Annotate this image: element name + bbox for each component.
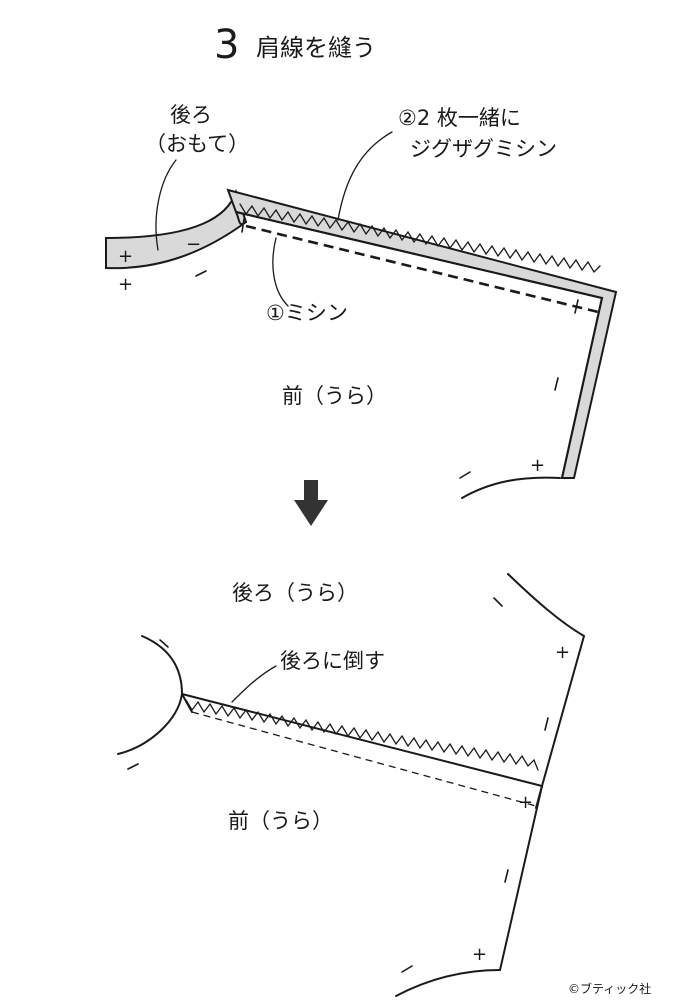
leader-press xyxy=(231,665,277,703)
plus-mark: + xyxy=(118,274,133,295)
plus-mark: + xyxy=(118,246,133,267)
allowance-edge-left xyxy=(181,693,193,713)
stitch-end-mark-right xyxy=(574,299,579,314)
label-front-wrong-bottom: 前（うら） xyxy=(228,809,333,833)
minus-mark xyxy=(195,270,207,277)
front-piece-outline xyxy=(235,211,604,479)
label-zigzag-2: ジグザグミシン xyxy=(410,137,557,161)
label-stitch: ①ミシン xyxy=(266,301,348,325)
credit: ©ブティック社 xyxy=(568,981,651,996)
zigzag-stitch xyxy=(185,699,539,771)
down-arrow-icon xyxy=(294,480,328,526)
label-back-wrong: 後ろ（うら） xyxy=(232,581,358,605)
front-side-edge xyxy=(499,785,543,971)
minus-mark xyxy=(159,639,169,648)
front-armhole-curve xyxy=(461,476,561,499)
step-number: 3 xyxy=(214,22,239,68)
label-press-to-back: 後ろに倒す xyxy=(280,649,385,673)
shoulder-seam xyxy=(181,693,543,787)
front-neck-curve xyxy=(117,693,183,755)
back-piece-outline xyxy=(507,573,586,787)
allowance-edge-right xyxy=(535,785,543,809)
label-back-outside-1: 後ろ xyxy=(170,103,212,127)
front-armhole-curve xyxy=(395,969,501,997)
minus-mark xyxy=(554,377,559,391)
minus-mark xyxy=(459,471,471,479)
bottom-diagram: 後ろ（うら） 後ろに倒す 前（うら） + + + xyxy=(117,573,586,997)
zigzag-stitch xyxy=(239,203,601,274)
label-front-wrong-top: 前（うら） xyxy=(282,384,387,408)
minus-mark xyxy=(544,717,549,731)
minus-mark: − xyxy=(186,234,201,255)
machine-stitch-line xyxy=(245,224,599,314)
minus-mark xyxy=(401,965,413,973)
machine-stitch-line xyxy=(191,711,537,807)
leader-zigzag xyxy=(337,131,393,221)
leader-stitch xyxy=(272,237,289,307)
minus-mark xyxy=(504,869,509,883)
plus-mark: + xyxy=(555,642,570,663)
label-zigzag-1: ②2 枚一緒に xyxy=(398,106,521,130)
front-neck-curve xyxy=(235,211,247,226)
stitch-end-mark-left xyxy=(241,218,245,233)
plus-mark: + xyxy=(530,455,545,476)
top-diagram: 後ろ （おもて） ②2 枚一緒に ジグザグミシン ①ミシン 前（うら） + + … xyxy=(105,103,618,499)
plus-mark: + xyxy=(518,792,533,813)
seam-allowance-band xyxy=(226,188,618,479)
minus-mark xyxy=(493,597,503,607)
label-back-outside-2: （おもて） xyxy=(145,132,249,156)
back-neck-curve xyxy=(141,635,183,695)
minus-mark xyxy=(127,763,139,770)
step-title: 肩線を縫う xyxy=(256,34,376,62)
leader-back xyxy=(155,159,177,251)
plus-mark: + xyxy=(472,944,487,965)
